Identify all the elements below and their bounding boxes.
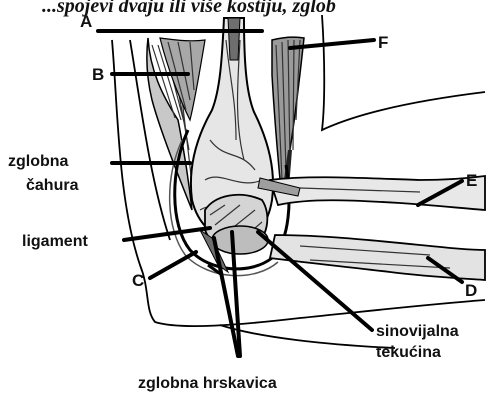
label-e: E [466, 171, 477, 190]
forearm-bones [258, 176, 485, 280]
label-f: F [378, 33, 388, 52]
label-ligament: ligament [22, 233, 88, 250]
label-a: A [80, 12, 92, 31]
label-capsule-line2: čahura [26, 177, 79, 194]
label-cartilage: zglobna hrskavica [138, 375, 277, 392]
label-b: B [92, 65, 104, 84]
label-capsule-line1: zglobna [8, 153, 69, 170]
label-c: C [132, 271, 144, 290]
label-synovial-line2: tekućina [376, 344, 441, 361]
label-synovial-line1: sinovijalna [376, 323, 459, 340]
label-d: D [465, 281, 477, 300]
pointer-c [150, 252, 196, 278]
